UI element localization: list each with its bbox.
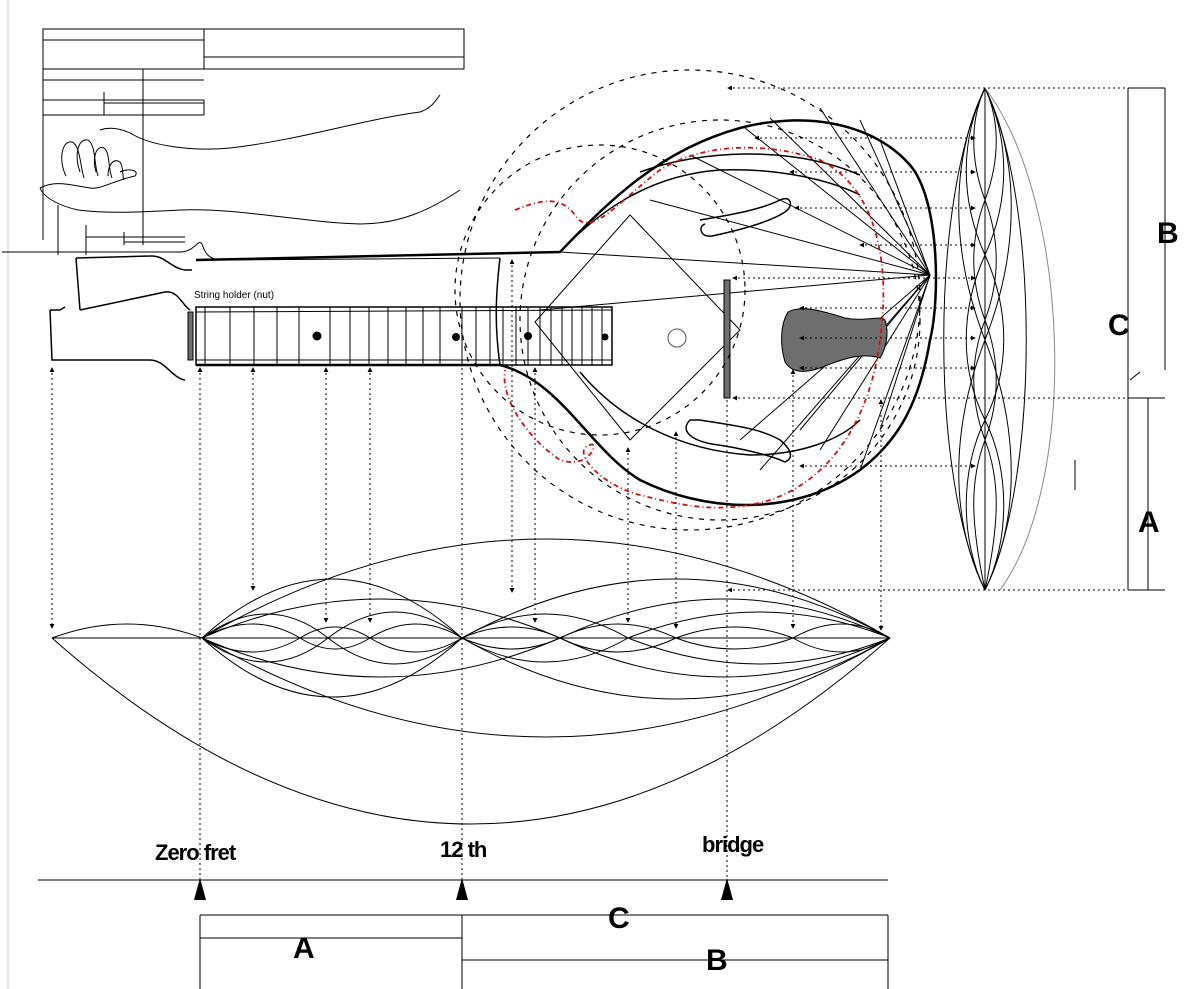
fretboard: [195, 306, 613, 366]
dim-label-c-bottom: C: [608, 902, 630, 935]
fret-inlay: [452, 333, 460, 341]
frets: [204, 307, 603, 365]
twelfth-fret-label: 12 th: [440, 837, 487, 862]
string-holder-nut: [187, 311, 194, 361]
resonance-circles: [454, 69, 921, 531]
standing-waves: [51, 538, 891, 825]
length-projections: [49, 259, 884, 880]
right-dimension-lines: [1074, 87, 1166, 591]
title-block: [42, 28, 465, 255]
dim-label-a-right: A: [1138, 506, 1160, 539]
body-rays: [539, 107, 931, 471]
zero-fret-label: Zero fret: [155, 840, 237, 865]
dim-label-c-right: C: [1108, 309, 1130, 342]
twelfth-fret-marker: [456, 878, 468, 900]
zero-fret-marker: [194, 878, 206, 900]
fret-inlay: [524, 332, 532, 340]
width-mode-envelope: [943, 87, 1056, 591]
bridge-bar: [723, 279, 731, 399]
bridge-marker: [721, 878, 733, 900]
dim-label-b-bottom: B: [706, 944, 728, 977]
nut-label: String holder (nut): [194, 290, 274, 301]
dim-label-b-right: B: [1157, 217, 1179, 250]
width-projections: [727, 85, 1160, 593]
tailpiece: [781, 308, 888, 372]
hand-sketch: [2, 94, 501, 261]
bridge-label: bridge: [702, 832, 764, 857]
peg-head: [49, 255, 192, 381]
fret-inlay: [312, 331, 322, 341]
scale-dimension-boxes: [199, 914, 889, 989]
red-mode-curve: [503, 146, 885, 509]
dim-label-a-bottom: A: [293, 932, 315, 965]
fret-inlay: [601, 333, 609, 341]
sound-hole: [667, 328, 687, 348]
